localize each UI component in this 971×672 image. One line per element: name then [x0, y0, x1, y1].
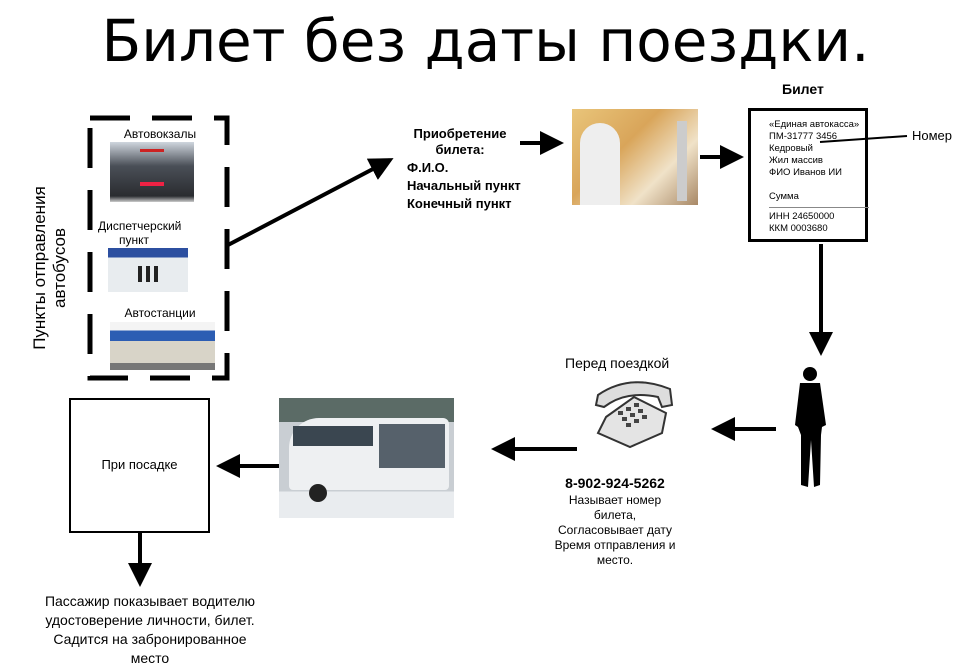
boarding-description: Пассажир показывает водителю удостоверен… [5, 592, 295, 668]
dispatch-office-photo [108, 248, 188, 292]
description-line: Согласовывает дату [558, 523, 672, 537]
boarding-line: место [130, 650, 170, 666]
boarding-box [69, 398, 210, 533]
description-line: Называет номер [568, 493, 662, 507]
ticket-kkm: ККМ 0003680 [769, 223, 828, 234]
boarding-line: Садится на забронированное [53, 631, 247, 647]
before-trip-description: Называет номер билета, Согласовывает дат… [540, 493, 690, 568]
telephone-icon [594, 381, 674, 449]
page-title: Билет без даты поездки. [101, 7, 870, 75]
ticket-line: «Единая автокасса» [769, 119, 860, 130]
purchase-field-end: Конечный пункт [407, 196, 512, 211]
ticket-line: ПМ-31777 3456 [769, 131, 838, 142]
bus-terminal-photo [110, 142, 194, 202]
ticket-heading: Билет [782, 81, 824, 97]
purchase-field-name: Ф.И.О. [407, 160, 449, 175]
bus-station-photo [110, 322, 215, 370]
ticket-sum: Сумма [769, 191, 799, 202]
station-label: Автостанции [124, 306, 196, 320]
purchase-field-start: Начальный пункт [407, 178, 521, 193]
description-line: билета, [593, 508, 637, 522]
description-line: место. [596, 553, 634, 567]
ticket-line: Кедровый [769, 143, 813, 154]
purchase-heading: Приобретение билета: [413, 126, 507, 157]
ticket-inn: ИНН 24650000 [769, 211, 835, 222]
ticket-line: ФИО Иванов ИИ [769, 167, 843, 178]
dispatch-label: Диспетчерский пункт [98, 219, 182, 247]
boarding-line: удостоверение личности, билет. [45, 612, 255, 628]
number-callout-line [819, 135, 908, 143]
purchase-fields: Ф.И.О. Начальный пункт Конечный пункт [407, 159, 521, 213]
person-silhouette-icon [795, 367, 826, 487]
departure-points-frame [87, 115, 230, 381]
description-line: Время отправления и [554, 538, 676, 552]
boarding-label: При посадке [101, 457, 178, 472]
ticket-line: Жил массив [769, 155, 823, 166]
before-trip-heading: Перед поездкой [565, 355, 670, 371]
number-callout: Номер [912, 128, 953, 143]
ticket-card: «Единая автокасса» ПМ-31777 3456 Кедровы… [748, 108, 869, 242]
boarding-line: Пассажир показывает водителю [44, 593, 256, 609]
arrow-to-purchase [227, 158, 394, 247]
phone-number: 8-902-924-5262 [565, 475, 665, 491]
ticket-separator [769, 207, 869, 208]
cashier-photo [572, 109, 698, 205]
bus-photo [279, 398, 454, 518]
departure-points-label: Пункты отправления автобусов [30, 186, 69, 350]
terminal-label: Автовокзалы [123, 127, 197, 141]
